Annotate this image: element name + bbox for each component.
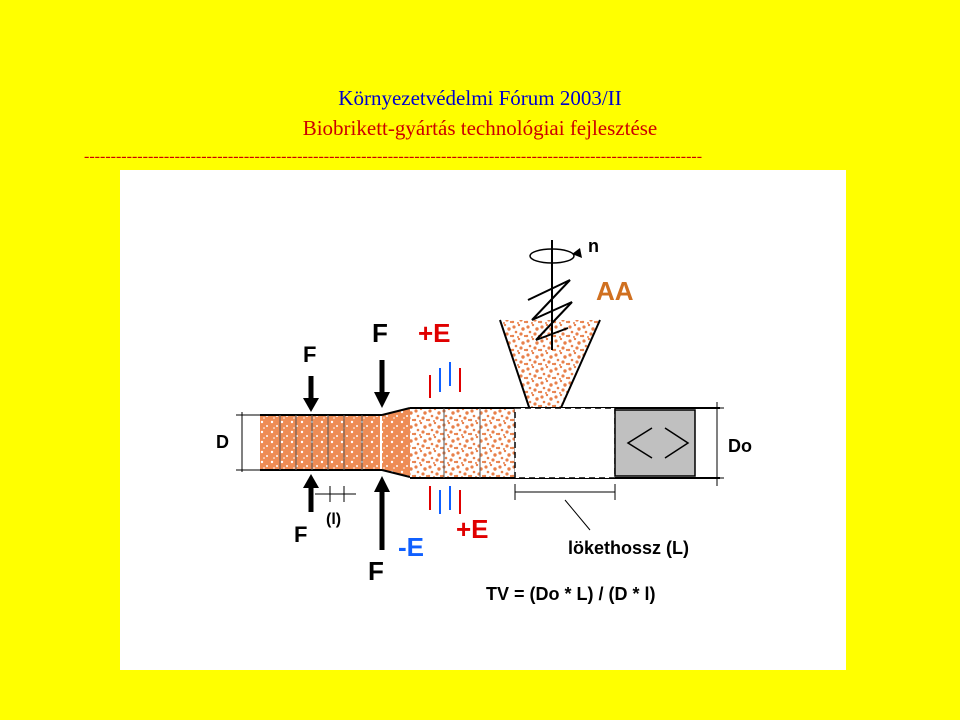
dimension-d xyxy=(236,412,260,472)
formula: TV = (Do * L) / (D * l) xyxy=(486,584,656,604)
screw-shaft xyxy=(527,240,582,350)
slide-title: Környezetvédelmi Fórum 2003/II xyxy=(338,86,622,110)
label-f-bottom-mid: F xyxy=(368,556,384,586)
dimension-stroke xyxy=(514,484,616,531)
slide-subtitle: Biobrikett-gyártás technológiai fejleszt… xyxy=(302,116,658,140)
separator-line: ----------------------------------------… xyxy=(84,148,703,165)
label-f-top-mid: F xyxy=(372,318,388,348)
label-stroke: lökethossz (L) xyxy=(568,538,689,558)
dimension-do xyxy=(710,402,724,486)
extrusion-diagram: n AA xyxy=(216,236,752,604)
piston xyxy=(614,409,696,477)
force-arrow-bottom-mid xyxy=(374,476,390,550)
electric-field-bottom xyxy=(429,486,461,514)
label-plus-e-bottom: +E xyxy=(456,514,489,544)
force-arrow-top-mid xyxy=(374,360,390,408)
label-f-bottom-left: F xyxy=(294,522,307,547)
force-arrow-bottom-left xyxy=(303,474,319,512)
label-l: (l) xyxy=(326,511,341,528)
hopper xyxy=(499,319,601,411)
label-f-top-left: F xyxy=(303,342,316,367)
label-aa: AA xyxy=(596,276,634,306)
label-minus-e: -E xyxy=(398,532,424,562)
dimension-l xyxy=(315,486,356,502)
label-d: D xyxy=(216,432,229,452)
label-do: Do xyxy=(728,436,752,456)
electric-field-top xyxy=(429,362,461,398)
force-arrow-top-left xyxy=(303,376,319,412)
wide-pipe xyxy=(410,407,720,479)
label-n: n xyxy=(588,236,599,256)
label-plus-e-top: +E xyxy=(418,318,451,348)
taper-section xyxy=(381,407,411,478)
narrow-pipe xyxy=(260,414,382,471)
diagram-panel: n AA xyxy=(120,170,846,670)
